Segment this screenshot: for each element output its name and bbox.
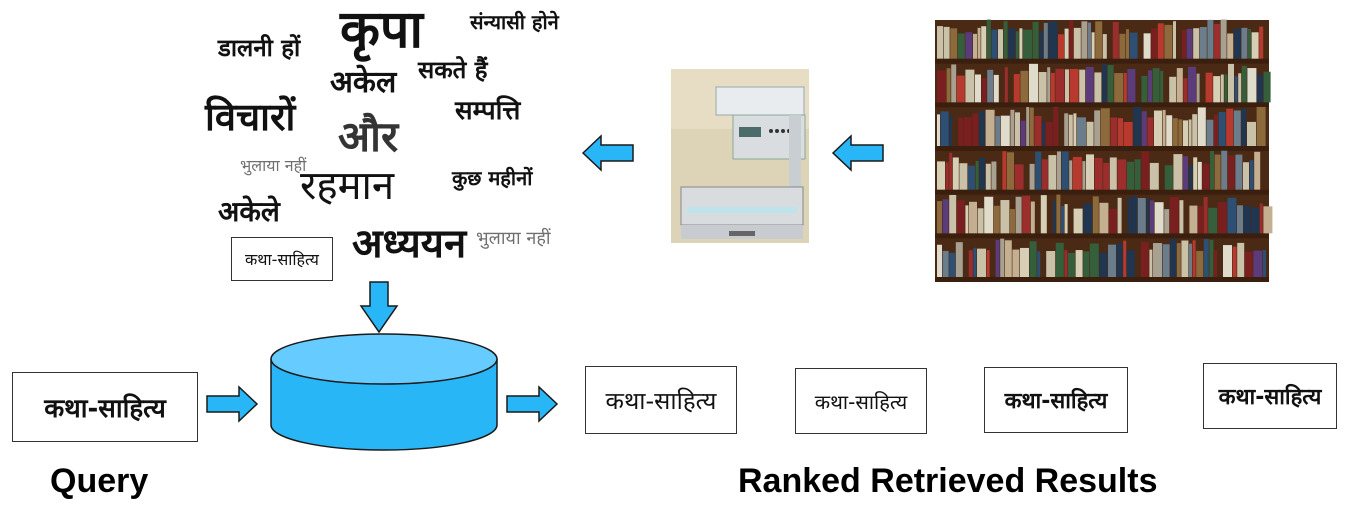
collage-word: रहमान [300,163,395,209]
collage-word: कुछ महीनों [452,166,533,190]
result-item: कथा-साहित्य [984,367,1128,433]
collage-word: कृपा [340,0,423,60]
result-item: कथा-साहित्य [795,368,927,434]
results-label: Ranked Retrieved Results [738,462,1158,500]
query-label: Query [50,462,149,500]
collage-word: भुलाया नहीं [240,156,307,175]
collage-boxed-word-text: कथा-साहित्य [245,250,319,269]
collage-word: डालनी हों [218,34,301,62]
query-word-box: कथा-साहित्य [12,372,198,442]
collage-word: विचारों [205,95,296,139]
collage-word: अकेले [218,195,280,228]
bookshelf-image [935,19,1273,282]
collage-word: सम्पत्ति [455,96,521,126]
collage-word: सकते हैं [418,56,488,84]
arrow-down-icon [359,281,399,334]
query-word: कथा-साहित्य [44,394,166,424]
database-icon [270,333,498,451]
arrow-left-icon [831,134,884,172]
collage-word: अकेल [330,65,397,100]
collage-word: अध्ययन [352,221,467,267]
arrow-right-icon [206,385,259,423]
result-word: कथा-साहित्य [605,386,717,415]
collage-word: संन्यासी होने [470,10,559,34]
result-item: कथा-साहित्य [1203,363,1337,429]
result-item: कथा-साहित्य [585,366,737,434]
collage-word: और [338,112,399,161]
arrow-left-icon [581,134,634,172]
result-word: कथा-साहित्य [814,389,908,414]
arrow-right-icon [506,385,559,423]
result-word: कथा-साहित्य [1004,389,1108,414]
collage-boxed-word: कथा-साहित्य [231,237,333,281]
scanner-image [671,69,809,243]
collage-word: भुलाया नहीं [476,228,551,249]
result-word: कथा-साहित्य [1218,385,1322,410]
